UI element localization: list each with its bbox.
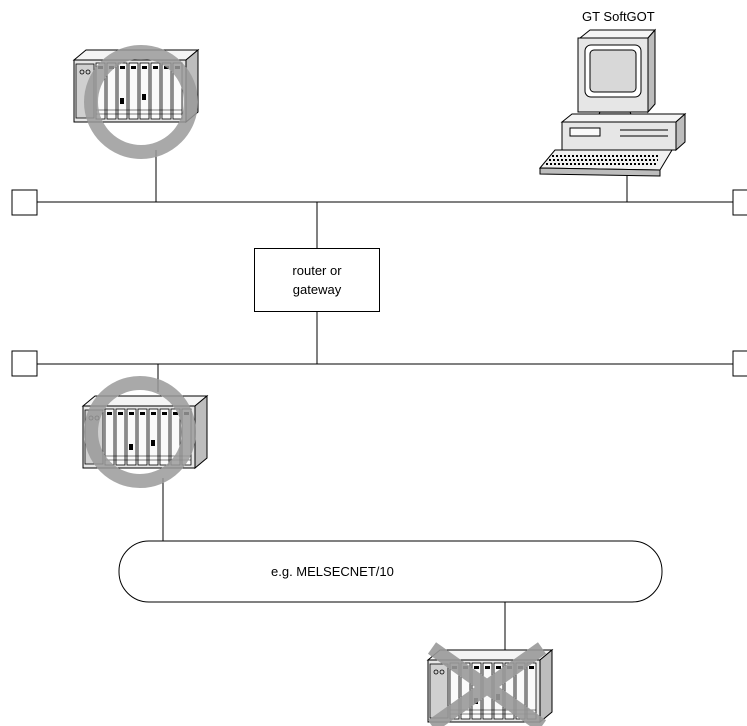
network-label: e.g. MELSECNET/10 [271,564,394,579]
denied-cross-icon [427,642,547,726]
upper-right-terminator [732,189,747,216]
router-label-line1: router or [292,263,342,278]
lower-right-terminator [732,350,747,377]
router-label-line2: gateway [292,282,342,297]
access-ring-top [84,45,198,159]
router-gateway-box: router or gateway [254,248,380,312]
softgot-computer-icon [538,28,687,177]
melsecnet-bus [118,540,663,603]
softgot-label: GT SoftGOT [582,9,655,24]
lower-left-terminator [11,350,38,377]
upper-left-terminator [11,189,38,216]
access-ring-middle [84,376,196,488]
